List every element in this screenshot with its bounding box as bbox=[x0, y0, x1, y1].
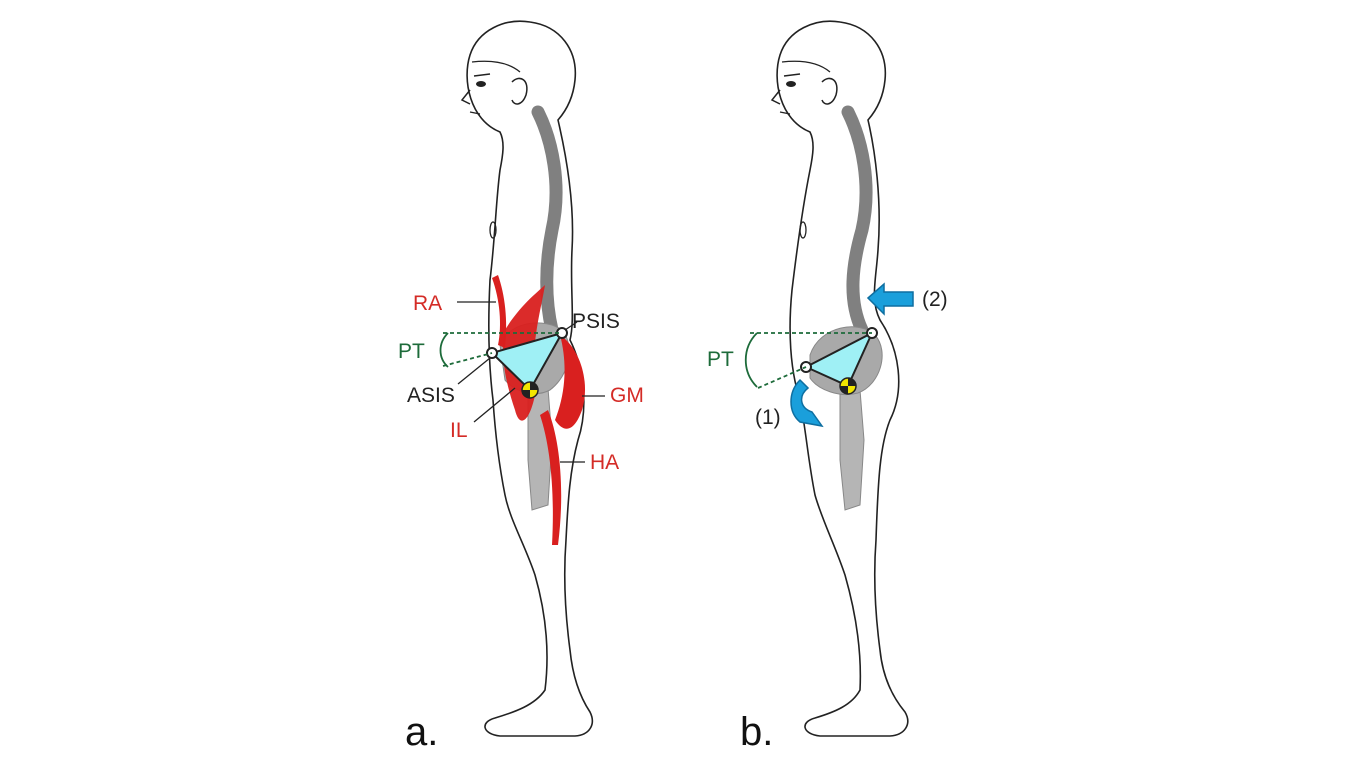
ear bbox=[821, 77, 838, 105]
pt-tilt-line bbox=[757, 366, 807, 389]
hair-line bbox=[471, 60, 521, 73]
label-arrow-2: (2) bbox=[922, 288, 948, 311]
mouth-line bbox=[779, 111, 791, 115]
asis-leader bbox=[457, 357, 491, 385]
hip-joint-marker bbox=[521, 381, 539, 399]
eye bbox=[786, 81, 796, 87]
pelvis-triangle bbox=[490, 331, 565, 392]
psis-leader bbox=[564, 321, 578, 331]
rectus-abdominis-muscle bbox=[492, 275, 507, 348]
push-arrow-icon bbox=[866, 282, 914, 316]
label-psis: PSIS bbox=[572, 310, 620, 333]
panel-b-label: b. bbox=[740, 710, 773, 754]
gluteus-maximus-muscle bbox=[555, 335, 586, 429]
eye bbox=[476, 81, 486, 87]
spine bbox=[531, 105, 563, 337]
pt-tilt-line bbox=[442, 352, 493, 367]
spine bbox=[841, 105, 873, 337]
nipple bbox=[799, 221, 807, 239]
label-gm: GM bbox=[610, 384, 644, 407]
nose-line bbox=[460, 89, 471, 105]
nipple bbox=[489, 221, 497, 239]
label-ra: RA bbox=[413, 292, 442, 315]
panel-a: RA PSIS PT ASIS IL GM HA a. bbox=[398, 20, 644, 754]
rotation-arrow-icon bbox=[790, 378, 824, 428]
mouth-line bbox=[469, 111, 481, 115]
nose-line bbox=[770, 89, 781, 105]
panel-b: PT (1) (2) b. bbox=[707, 20, 948, 754]
label-pt-b: PT bbox=[707, 348, 734, 371]
pt-angle-arc bbox=[439, 332, 449, 368]
label-arrow-1: (1) bbox=[755, 406, 781, 429]
label-asis: ASIS bbox=[407, 384, 455, 407]
il-leader bbox=[473, 387, 516, 423]
panel-a-label: a. bbox=[405, 710, 438, 754]
ear bbox=[511, 77, 528, 105]
label-ha: HA bbox=[590, 451, 619, 474]
hip-joint-marker bbox=[839, 377, 857, 395]
hamstring-muscle bbox=[540, 410, 562, 545]
label-il: IL bbox=[450, 419, 468, 442]
label-pt-a: PT bbox=[398, 340, 425, 363]
brow-line bbox=[783, 73, 801, 77]
femur-bone bbox=[839, 387, 865, 511]
hair-line bbox=[781, 60, 831, 73]
pelvis-triangle bbox=[803, 330, 875, 388]
pt-angle-arc bbox=[744, 332, 758, 388]
brow-line bbox=[473, 73, 491, 77]
